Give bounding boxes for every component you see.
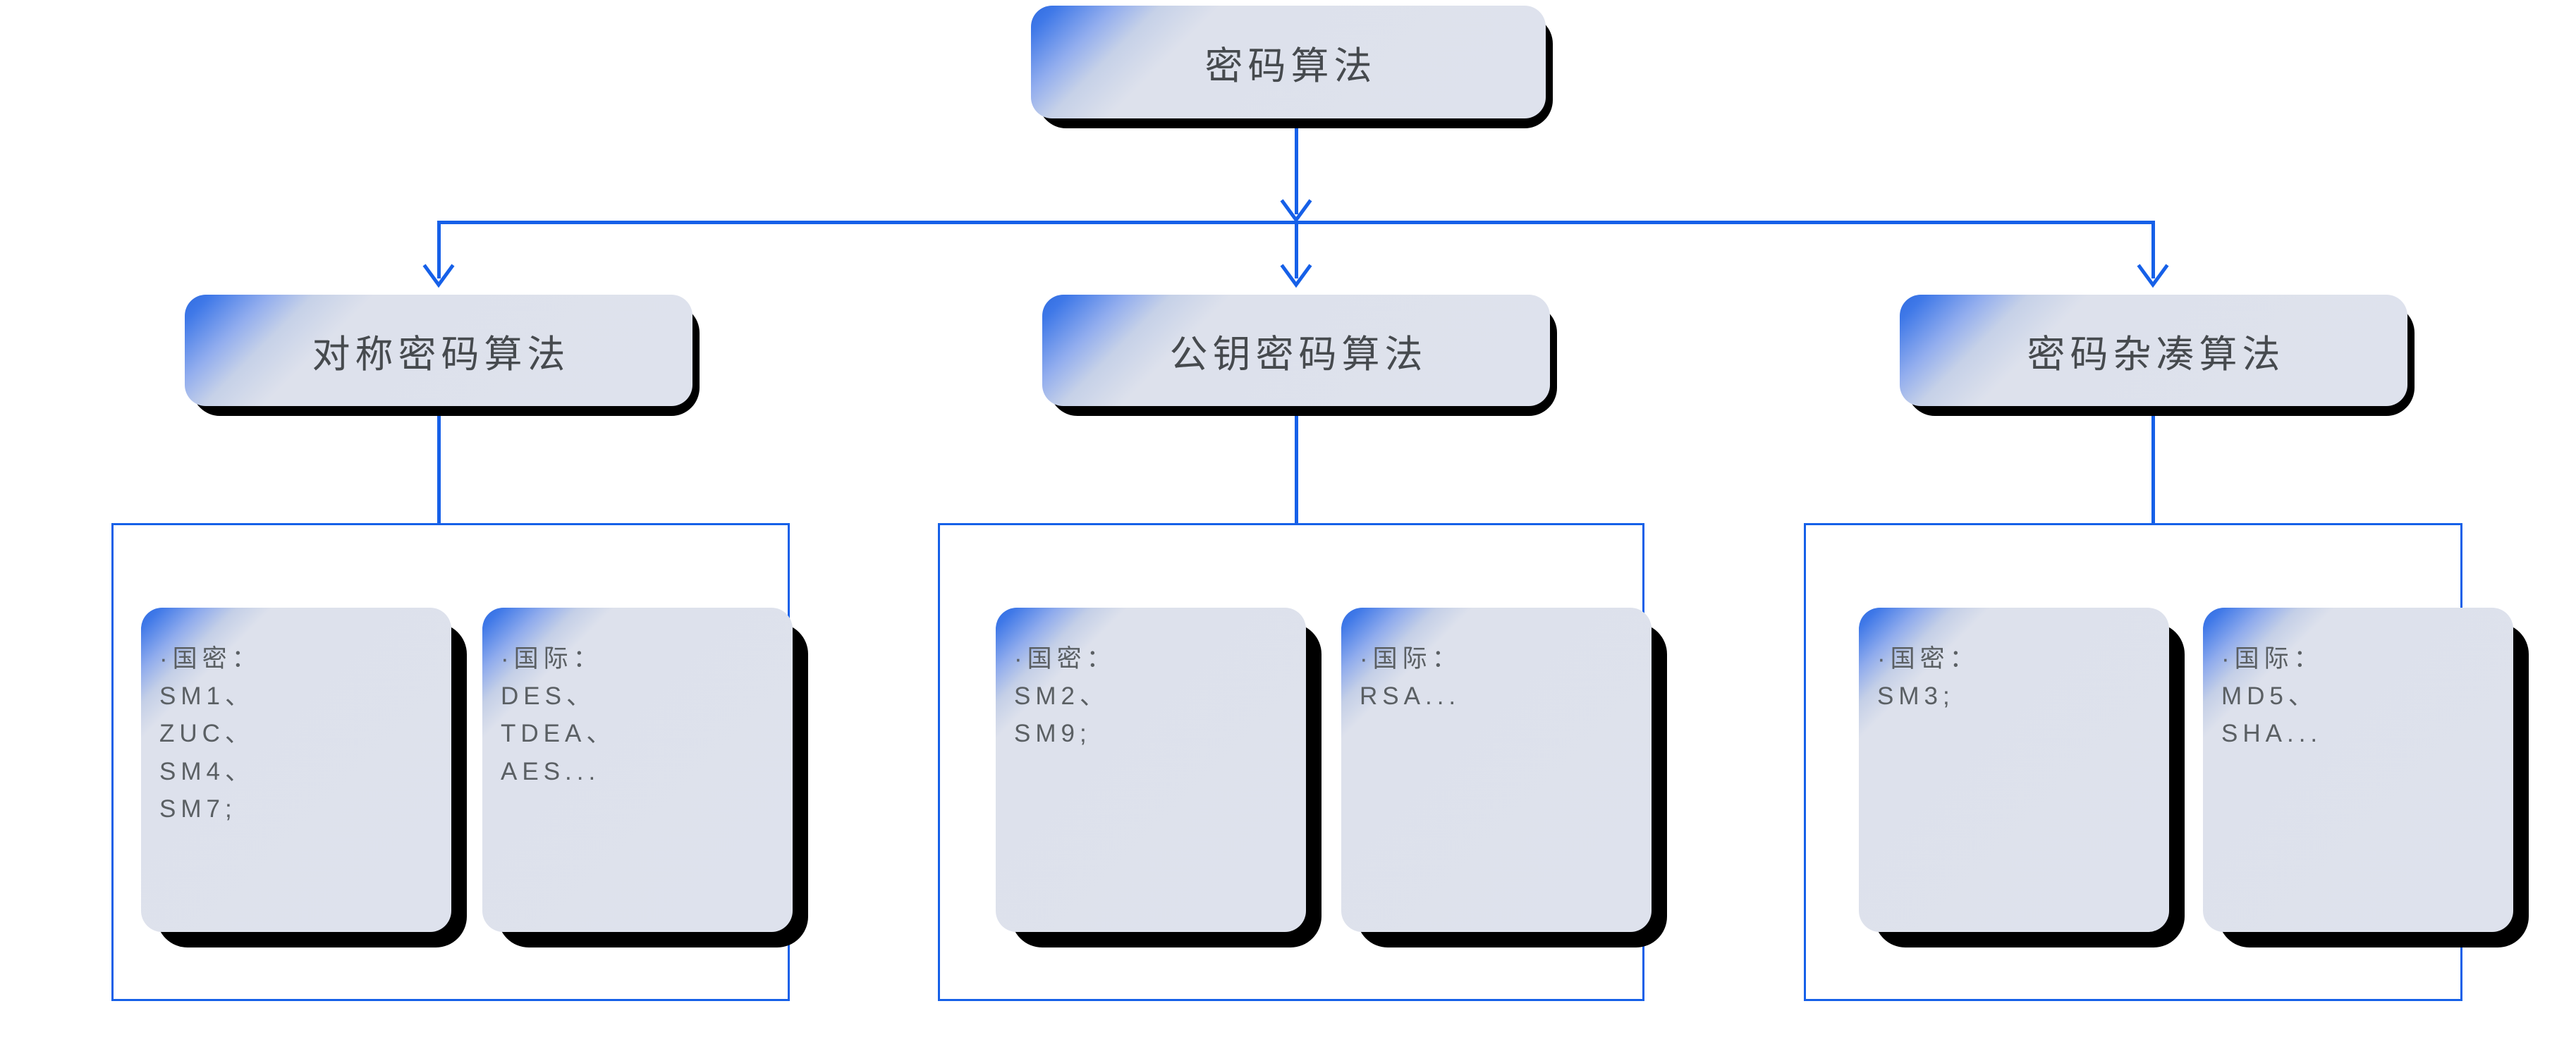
node-face: ·国密： SM1、 ZUC、 SM4、 SM7; [141,608,451,932]
leaf-card-publickey-international[interactable]: ·国际： RSA... [1341,608,1667,947]
edge-stem-group-2 [2151,416,2155,525]
node-root[interactable]: 密码算法 [1031,6,1553,128]
leaf-card-text: ·国际： RSA... [1360,645,1462,711]
node-face: 密码杂凑算法 [1900,295,2407,406]
leaf-card-text: ·国密： SM2、 SM9; [1014,645,1116,748]
node-face: ·国际： RSA... [1341,608,1652,932]
node-face: ·国密： SM2、 SM9; [996,608,1306,932]
leaf-card-text: ·国密： SM1、 ZUC、 SM4、 SM7; [159,645,262,823]
node-face: 对称密码算法 [185,295,692,406]
edge-stem-group-1 [1295,416,1298,525]
node-face: 密码算法 [1031,6,1546,118]
edge-stem-group-0 [437,416,441,525]
node-branch-label: 对称密码算法 [312,333,570,376]
leaf-card-symmetric-domestic[interactable]: ·国密： SM1、 ZUC、 SM4、 SM7; [141,608,467,947]
leaf-card-publickey-domestic[interactable]: ·国密： SM2、 SM9; [996,608,1321,947]
edge-drop-branch-0 [437,221,441,278]
node-root-label: 密码算法 [1204,44,1377,87]
leaf-card-text: ·国密： SM3; [1877,645,1979,711]
node-face: ·国际： DES、 TDEA、 AES... [482,608,793,932]
node-face: 公钥密码算法 [1042,295,1550,406]
node-face: ·国密： SM3; [1859,608,2169,932]
node-branch-symmetric[interactable]: 对称密码算法 [185,295,700,416]
node-face: ·国际： MD5、 SHA... [2203,608,2513,932]
leaf-card-symmetric-international[interactable]: ·国际： DES、 TDEA、 AES... [482,608,808,947]
node-branch-hash[interactable]: 密码杂凑算法 [1900,295,2415,416]
edge-root-stem [1295,128,1298,214]
node-branch-label: 密码杂凑算法 [2027,333,2285,376]
node-branch-label: 公钥密码算法 [1169,333,1428,376]
leaf-card-text: ·国际： MD5、 SHA... [2221,645,2324,748]
leaf-card-hash-domestic[interactable]: ·国密： SM3; [1859,608,2185,947]
edge-drop-branch-1 [1295,221,1298,278]
leaf-card-text: ·国际： DES、 TDEA、 AES... [501,645,616,785]
leaf-card-hash-international[interactable]: ·国际： MD5、 SHA... [2203,608,2529,947]
node-branch-publickey[interactable]: 公钥密码算法 [1042,295,1557,416]
edge-drop-branch-2 [2151,221,2155,278]
